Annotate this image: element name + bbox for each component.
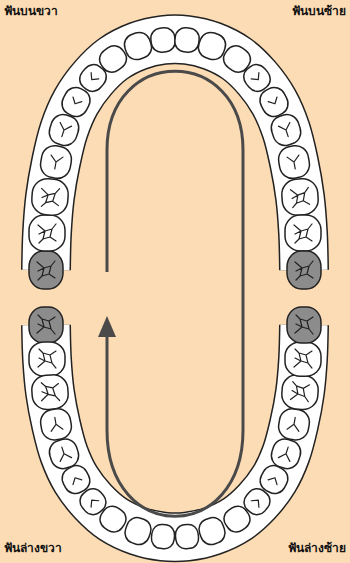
tooth-fissure <box>88 497 99 507</box>
tooth <box>287 307 321 343</box>
tooth-fissure <box>268 97 279 106</box>
tooth-fissure <box>290 382 309 402</box>
jaw-label: ฟันล่างซ้าย <box>288 541 346 557</box>
tooth-fissure <box>290 187 309 207</box>
tooth <box>268 111 304 148</box>
tooth <box>285 215 321 251</box>
tooth-fissure <box>278 445 293 461</box>
tooth <box>285 342 321 376</box>
tooth-crown <box>150 523 175 549</box>
tooth-fissure <box>268 475 279 484</box>
tooth-fissure <box>278 122 293 138</box>
wisdom-tooth <box>29 251 63 289</box>
tooth-fissure <box>295 315 313 334</box>
direction-arrow <box>107 71 243 516</box>
upper-gum <box>46 39 304 270</box>
tooth <box>31 374 69 411</box>
tooth-fissure <box>38 349 56 368</box>
tooth <box>122 515 154 548</box>
tooth <box>174 523 199 549</box>
upper-teeth <box>29 27 321 289</box>
tooth-fissure <box>37 315 55 334</box>
tooth-crown <box>174 27 200 53</box>
wisdom-tooth <box>287 251 321 289</box>
tooth <box>281 374 319 411</box>
lower-teeth <box>29 307 321 550</box>
tooth <box>196 515 228 548</box>
tooth-fissure <box>37 261 55 280</box>
tooth-crown <box>268 436 303 472</box>
tooth-fissure <box>40 187 59 207</box>
tooth <box>29 342 65 376</box>
tooth-fissure <box>56 445 71 461</box>
tooth-fissure <box>294 349 312 368</box>
tooth-fissure <box>49 416 63 431</box>
tooth-fissure <box>295 261 313 280</box>
tooth-crown <box>281 178 319 216</box>
tooth-crown <box>31 374 69 411</box>
tooth-crown <box>281 374 319 411</box>
tooth-fissure <box>71 475 82 484</box>
tooth <box>121 29 154 62</box>
tooth-crown <box>29 342 65 376</box>
tooth-crown <box>285 342 321 376</box>
tooth-fissure <box>40 382 59 402</box>
tooth-fissure <box>71 97 82 106</box>
tooth <box>287 251 321 289</box>
tooth <box>150 523 175 549</box>
arrow-head <box>98 316 116 337</box>
tooth-fissure <box>38 224 56 243</box>
lower-gum-outline <box>46 325 304 537</box>
tooth-fissure <box>251 72 262 82</box>
tooth-fissure <box>294 224 312 243</box>
tooth-crown <box>31 178 69 216</box>
tooth <box>29 215 65 251</box>
wisdom-tooth <box>29 307 63 343</box>
tooth <box>268 436 303 472</box>
tooth-crown <box>277 407 312 442</box>
tooth-crown <box>38 144 73 181</box>
tooth <box>29 251 63 289</box>
tooth <box>31 178 69 216</box>
tooth-fissure <box>49 155 63 170</box>
tooth-fissure <box>251 497 262 507</box>
tooth-crown <box>174 523 199 549</box>
tooth <box>150 27 176 53</box>
tooth-crown <box>276 144 311 181</box>
tooth-fissure <box>88 72 99 82</box>
tooth <box>277 407 312 442</box>
lower-gum <box>46 325 304 537</box>
tooth <box>29 307 63 343</box>
tooth-crown <box>39 407 74 442</box>
jaw-label: ฟันบนซ้าย <box>292 4 346 20</box>
tooth-crown <box>29 215 65 251</box>
tooth <box>276 144 311 181</box>
tooth-crown <box>150 27 176 53</box>
tooth-crown <box>122 515 154 548</box>
tooth <box>38 144 73 181</box>
tooth <box>174 27 200 53</box>
tooth-fissure <box>56 122 71 138</box>
jaw-label: ฟันบนขวา <box>4 4 58 20</box>
tooth-crown <box>196 515 228 548</box>
tooth-crown <box>285 215 321 251</box>
tooth <box>281 178 319 216</box>
upper-gum-outline <box>46 39 304 270</box>
tooth-crown <box>121 29 154 62</box>
tooth-fissure <box>287 416 301 431</box>
wisdom-tooth <box>287 307 321 343</box>
tooth <box>39 407 74 442</box>
tooth-fissure <box>287 155 301 170</box>
jaw-label: ฟันล่างขวา <box>4 541 62 557</box>
tooth-crown <box>268 111 304 148</box>
